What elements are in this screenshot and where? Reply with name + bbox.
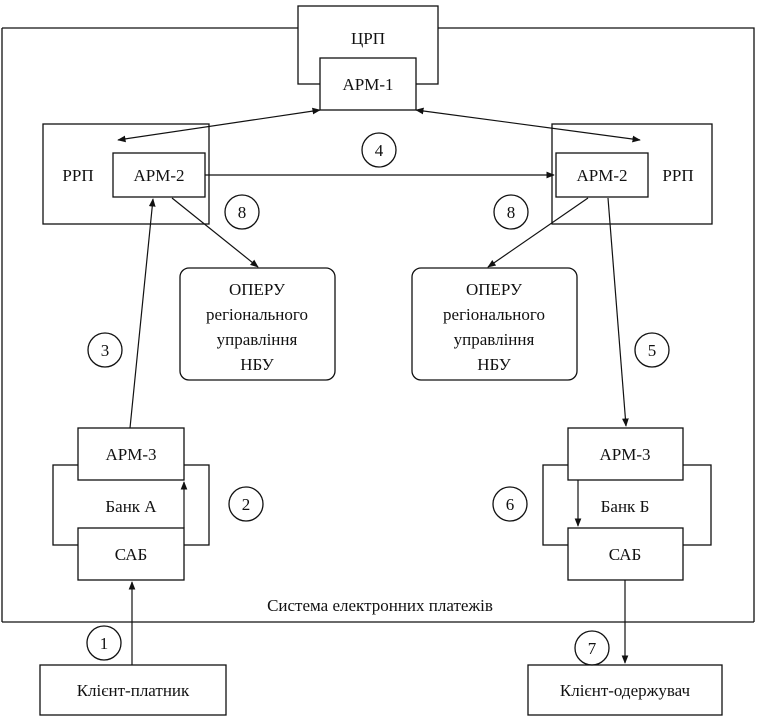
system-boundary — [1, 27, 755, 623]
arm3-right-label: АРМ-3 — [599, 445, 650, 464]
arm1-label: АРМ-1 — [342, 75, 393, 94]
opera-left-box — [179, 267, 336, 381]
client-payer-box — [39, 664, 227, 716]
arm2-right-label: АРМ-2 — [576, 166, 627, 185]
step-circle-2 — [228, 486, 264, 522]
arrow-arm1-to-arm2-right — [415, 107, 641, 143]
client-receiver-box — [527, 664, 723, 716]
system-label: Система електронних платежів — [267, 596, 493, 615]
step-circle-7 — [574, 630, 610, 666]
client-receiver-label: Клієнт-одержувач — [560, 681, 691, 700]
rrp-left-label: РРП — [62, 166, 93, 185]
step-7-label: 7 — [588, 639, 597, 658]
arrow-arm3-left-to-arm2-left — [129, 198, 156, 429]
opera-right-line-1: ОПЕРУ — [466, 280, 523, 299]
arrow-arm1-to-arm2-left — [117, 107, 321, 143]
arm2-left-label: АРМ-2 — [133, 166, 184, 185]
step-8-left-label: 8 — [238, 203, 247, 222]
arm1-box — [319, 57, 417, 111]
opera-right-line-3: управління — [454, 330, 535, 349]
bank-b-label: Банк Б — [601, 497, 650, 516]
client-payer-label: Клієнт-платник — [77, 681, 190, 700]
arrow-arm2-left-to-opera — [171, 197, 259, 268]
step-circle-6 — [492, 486, 528, 522]
arm2-right-box — [555, 152, 649, 198]
opera-left-line-2: регіонального — [206, 305, 308, 324]
arrow-arm2-right-to-arm3-right — [607, 197, 629, 427]
arm2-left-box — [112, 152, 206, 198]
opera-left-line-4: НБУ — [240, 355, 274, 374]
rrp-right-label: РРП — [662, 166, 693, 185]
arrow-arm2-right-to-opera — [487, 197, 589, 268]
arm3-left-box — [77, 427, 185, 481]
step-3-label: 3 — [101, 341, 110, 360]
step-circle-8-left — [224, 194, 260, 230]
opera-left-line-1: ОПЕРУ — [229, 280, 286, 299]
step-6-label: 6 — [506, 495, 515, 514]
step-circle-8-right — [493, 194, 529, 230]
arm3-left-label: АРМ-3 — [105, 445, 156, 464]
crp-label: ЦРП — [351, 29, 385, 48]
opera-right-box — [411, 267, 578, 381]
opera-left-line-3: управління — [217, 330, 298, 349]
opera-right-line-2: регіонального — [443, 305, 545, 324]
step-circle-4 — [361, 132, 397, 168]
arm3-right-box — [567, 427, 684, 481]
step-4-label: 4 — [375, 141, 384, 160]
sab-right-box — [567, 527, 684, 581]
step-2-label: 2 — [242, 495, 251, 514]
step-circle-1 — [86, 625, 122, 661]
step-5-label: 5 — [648, 341, 657, 360]
sab-left-label: САБ — [115, 545, 148, 564]
opera-right-line-4: НБУ — [477, 355, 511, 374]
bank-a-label: Банк А — [105, 497, 157, 516]
sab-left-box — [77, 527, 185, 581]
step-circle-5 — [634, 332, 670, 368]
step-circle-3 — [87, 332, 123, 368]
step-8-right-label: 8 — [507, 203, 516, 222]
step-1-label: 1 — [100, 634, 109, 653]
sab-right-label: САБ — [609, 545, 642, 564]
